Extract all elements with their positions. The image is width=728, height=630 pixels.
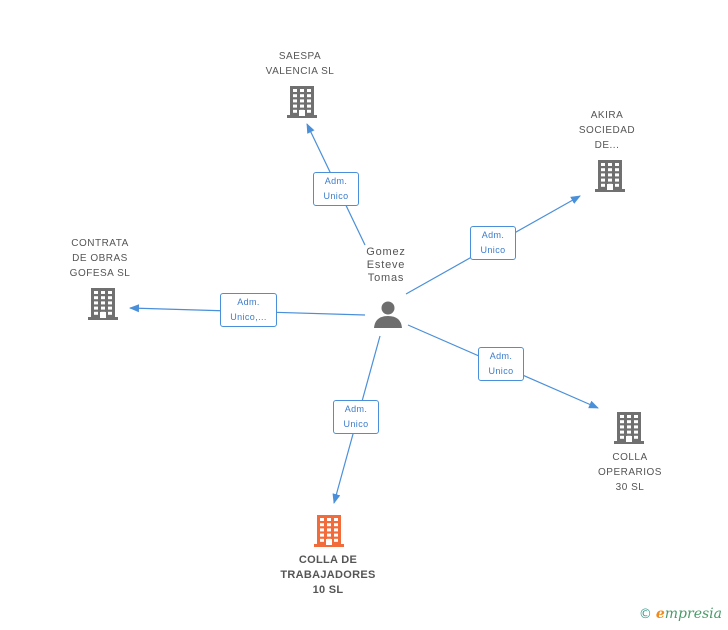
company-label-line: OPERARIOS (598, 467, 662, 478)
copyright-symbol: © (638, 607, 652, 622)
edge-label-line: Adm. (344, 404, 368, 414)
company-label-line: COLLA DE (298, 554, 358, 566)
building-icon-operarios[interactable] (614, 412, 644, 444)
company-label-line: AKIRA (590, 110, 624, 121)
company-label-line: GOFESA SL (69, 268, 131, 279)
edge-label-line: Adm. (324, 176, 348, 186)
edge-label-line: Unico (480, 245, 506, 255)
company-label-operarios[interactable]: COLLA OPERARIOS 30 SL (580, 450, 680, 495)
edge-label-operarios[interactable]: Adm. Unico (478, 347, 524, 381)
person-name-line: Tomas (367, 272, 405, 284)
edge-label-contrata[interactable]: Adm. Unico,... (220, 293, 277, 327)
brand-initial: e (655, 606, 665, 622)
edge-label-line: Unico (343, 419, 369, 429)
company-label-line: 10 SL (312, 584, 344, 596)
brand-rest: mpresia (664, 606, 722, 622)
building-icon-saespa[interactable] (287, 86, 317, 118)
building-icon-contrata[interactable] (88, 288, 118, 320)
edge-label-line: Unico,... (230, 312, 267, 322)
company-label-trabajadores[interactable]: COLLA DE TRABAJADORES 10 SL (268, 553, 388, 598)
company-label-line: VALENCIA SL (265, 66, 335, 77)
company-label-line: DE OBRAS (72, 253, 128, 264)
company-label-line: CONTRATA (71, 238, 129, 249)
edge-label-line: Adm. (489, 351, 513, 361)
building-icon-trabajadores[interactable] (314, 515, 344, 547)
company-label-saespa[interactable]: SAESPA VALENCIA SL (250, 49, 350, 79)
company-label-line: SOCIEDAD (578, 125, 636, 136)
empresia-logo[interactable]: ©empresia (639, 606, 722, 622)
edge-label-line: Adm. (237, 297, 260, 307)
edge-label-line: Unico (488, 366, 514, 376)
company-label-contrata[interactable]: CONTRATA DE OBRAS GOFESA SL (50, 236, 150, 281)
person-name[interactable]: Gomez Esteve Tomas (356, 246, 416, 285)
edge-label-akira[interactable]: Adm. Unico (470, 226, 516, 260)
company-label-line: SAESPA (278, 51, 322, 62)
company-label-line: TRABAJADORES (280, 569, 376, 581)
company-label-akira[interactable]: AKIRA SOCIEDAD DE... (557, 108, 657, 153)
edge-label-line: Unico (323, 191, 349, 201)
building-icon-akira[interactable] (595, 160, 625, 192)
person-icon[interactable] (374, 301, 402, 329)
person-name-line: Esteve (366, 259, 406, 271)
company-label-line: COLLA (612, 452, 648, 463)
company-label-line: DE... (594, 140, 620, 151)
edge-label-line: Adm. (481, 230, 505, 240)
edge-label-trabajadores[interactable]: Adm. Unico (333, 400, 379, 434)
edge-label-saespa[interactable]: Adm. Unico (313, 172, 359, 206)
company-label-line: 30 SL (615, 482, 645, 493)
person-name-line: Gomez (366, 246, 406, 258)
